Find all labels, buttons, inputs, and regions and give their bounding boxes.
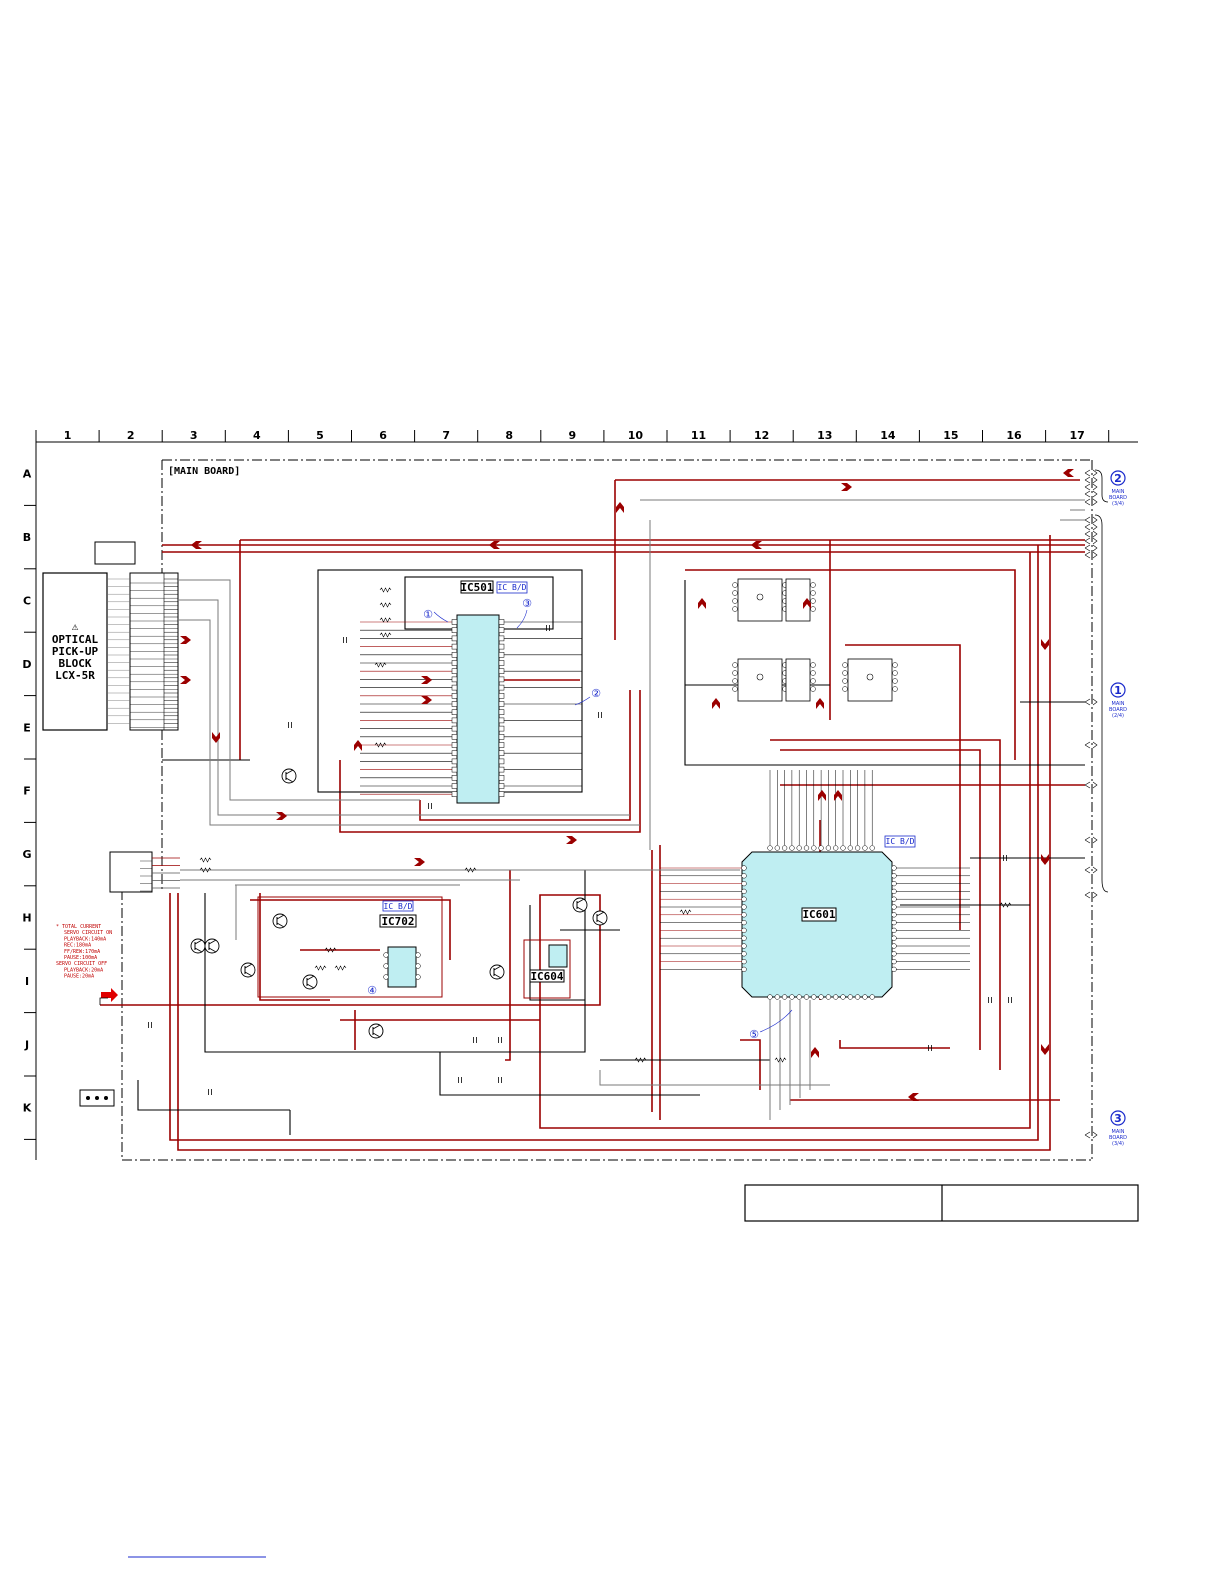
grid-col-10: 10 bbox=[628, 429, 644, 442]
ic601-mode: IC B/D bbox=[886, 837, 915, 846]
callout-1: ① bbox=[423, 608, 433, 621]
svg-text:MAIN: MAIN bbox=[1112, 1129, 1125, 1135]
grid-col-16: 16 bbox=[1006, 429, 1022, 442]
board-title: [MAIN BOARD] bbox=[168, 466, 240, 477]
current-note-line-8: PLAYBACK:20mA bbox=[64, 967, 103, 973]
current-note-line-6: PAUSE:100mA bbox=[64, 955, 97, 961]
ic601: IC601 IC B/D bbox=[660, 770, 970, 1000]
grid-col-11: 11 bbox=[691, 429, 706, 442]
svg-text:(3/4): (3/4) bbox=[1112, 501, 1124, 507]
grid-col-7: 7 bbox=[442, 429, 450, 442]
grid-row-A: A bbox=[23, 468, 32, 481]
svg-text:(2/4): (2/4) bbox=[1112, 713, 1124, 719]
connector-ref-1: 1 MAIN BOARD (2/4) bbox=[1109, 682, 1127, 719]
ic702: IC702 IC B/D bbox=[257, 896, 443, 998]
grid-row-G: G bbox=[22, 848, 31, 861]
grid-col-8: 8 bbox=[505, 429, 513, 442]
ic501-mode: IC B/D bbox=[498, 583, 527, 592]
black-wires bbox=[137, 569, 1085, 1135]
signal-flow-arrows bbox=[180, 469, 1074, 1101]
callout-5: ⑤ bbox=[749, 1028, 759, 1041]
svg-text:BOARD: BOARD bbox=[1109, 707, 1127, 713]
svg-text:BOARD: BOARD bbox=[1109, 495, 1127, 501]
svg-text:MAIN: MAIN bbox=[1112, 489, 1125, 495]
passive-components bbox=[148, 587, 1012, 1095]
grid-row-H: H bbox=[22, 912, 31, 925]
right-connector-terminals bbox=[1084, 469, 1098, 1139]
ic604: IC604 bbox=[523, 939, 571, 999]
title-block bbox=[744, 1184, 1139, 1222]
ic501-label: IC501 bbox=[460, 581, 493, 594]
grid-col-6: 6 bbox=[379, 429, 387, 442]
grid-col-17: 17 bbox=[1069, 429, 1084, 442]
ic501-pin-wires bbox=[360, 621, 582, 795]
grid-col-12: 12 bbox=[754, 429, 769, 442]
callout-2: ② bbox=[591, 687, 601, 700]
current-marker-arrow bbox=[99, 988, 118, 1005]
pickup-label-line-3: BLOCK bbox=[58, 657, 91, 670]
pickup-label-line-1: OPTICAL bbox=[52, 633, 99, 646]
pickup-label-line-4: LCX-5R bbox=[55, 669, 95, 682]
current-note-line-2: SERVO CIRCUIT ON bbox=[64, 930, 112, 936]
optical-pickup-block: ⚠ OPTICAL PICK-UP BLOCK LCX-5R bbox=[42, 541, 179, 731]
grid-row-J: J bbox=[24, 1038, 29, 1051]
svg-text:BOARD: BOARD bbox=[1109, 1135, 1127, 1141]
grid-row-E: E bbox=[23, 721, 31, 734]
current-note-line-4: REC:180mA bbox=[64, 943, 91, 949]
grid-frame bbox=[24, 430, 1138, 1160]
ic702-label: IC702 bbox=[381, 915, 414, 928]
grid-row-C: C bbox=[23, 595, 31, 608]
ic501: IC501 IC B/D bbox=[451, 580, 528, 804]
ic702-mode: IC B/D bbox=[384, 902, 413, 911]
ic604-label: IC604 bbox=[530, 970, 563, 983]
connector-g bbox=[109, 851, 180, 893]
pickup-warning-icon: ⚠ bbox=[72, 620, 79, 633]
svg-text:(3/4): (3/4) bbox=[1112, 1141, 1124, 1147]
grid-col-14: 14 bbox=[880, 429, 896, 442]
grid-col-2: 2 bbox=[127, 429, 135, 442]
connector-ref-3-num: 3 bbox=[1114, 1112, 1122, 1125]
current-note-line-1: * TOTAL CURRENT bbox=[56, 924, 101, 930]
grid-col-13: 13 bbox=[817, 429, 832, 442]
board-outline bbox=[121, 459, 1093, 1161]
grid-row-I: I bbox=[25, 975, 29, 988]
current-note-line-3: PLAYBACK:140mA bbox=[64, 936, 106, 942]
transistors bbox=[190, 768, 608, 1039]
grid-col-5: 5 bbox=[316, 429, 324, 442]
grid-row-D: D bbox=[22, 658, 31, 671]
grid-row-B: B bbox=[23, 531, 31, 544]
logic-chips bbox=[732, 578, 898, 702]
grid-col-4: 4 bbox=[253, 429, 261, 442]
callout-4: ④ bbox=[367, 984, 377, 997]
grid-col-1: 1 bbox=[64, 429, 72, 442]
current-note-line-9: PAUSE:20mA bbox=[64, 974, 94, 980]
current-note-line-5: FF/REW:170mA bbox=[64, 949, 100, 955]
grid-row-F: F bbox=[23, 785, 31, 798]
connector-ref-3: 3 MAIN BOARD (3/4) bbox=[1109, 1110, 1127, 1147]
connector-ref-2: 2 MAIN BOARD (3/4) bbox=[1109, 470, 1127, 507]
connector-k bbox=[79, 1089, 115, 1107]
grid-col-15: 15 bbox=[943, 429, 958, 442]
callout-3: ③ bbox=[522, 597, 532, 610]
current-note-line-7: SERVO CIRCUIT OFF bbox=[56, 961, 107, 967]
svg-text:MAIN: MAIN bbox=[1112, 701, 1125, 707]
gray-wires bbox=[178, 499, 1085, 1120]
connector-ref-2-num: 2 bbox=[1114, 472, 1122, 485]
pickup-label-line-2: PICK-UP bbox=[52, 645, 99, 658]
connector-ref-1-num: 1 bbox=[1114, 684, 1122, 697]
callouts: ① ③ ② ④ ⑤ bbox=[367, 597, 793, 1041]
grid-col-3: 3 bbox=[190, 429, 198, 442]
grid-row-labels: A B C D E F G H I J K bbox=[22, 468, 31, 1115]
grid-col-9: 9 bbox=[569, 429, 577, 442]
ic601-label: IC601 bbox=[802, 908, 835, 921]
grid-row-K: K bbox=[23, 1102, 32, 1115]
